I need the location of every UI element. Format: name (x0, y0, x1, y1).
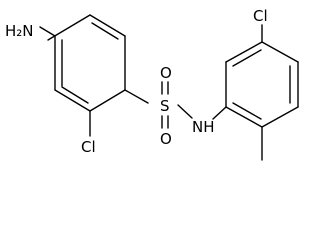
bond-s-nh (177, 104, 193, 119)
bond (261, 41, 299, 63)
chlorine-left-label: Cl (81, 138, 96, 156)
chemical-structure-diagram: H₂N Cl S O O NH Cl (5, 7, 299, 161)
bond-c-nh2 (39, 26, 56, 37)
oxygen-top-label: O (160, 64, 172, 82)
bond-double-inner (61, 86, 89, 104)
nh-label: NH (192, 118, 215, 136)
sulfur-label: S (160, 97, 170, 115)
amino-group-label: H₂N (5, 22, 34, 40)
bond (89, 14, 126, 37)
right-benzene-ring (225, 41, 299, 128)
bond-c-s (124, 89, 149, 104)
bond (261, 106, 299, 128)
bond (225, 106, 263, 128)
bond-nh-c (212, 106, 227, 120)
bond-double-inner (232, 102, 262, 120)
bond (54, 89, 91, 112)
oxygen-bottom-label: O (160, 130, 172, 148)
bond (89, 89, 126, 112)
bond-double-inner (232, 49, 262, 67)
bond-double-inner (91, 22, 119, 40)
sulfonyl-bonds (161, 81, 193, 129)
chlorine-right-label: Cl (253, 7, 268, 25)
bond (225, 41, 263, 63)
left-benzene-ring (47, 14, 126, 112)
